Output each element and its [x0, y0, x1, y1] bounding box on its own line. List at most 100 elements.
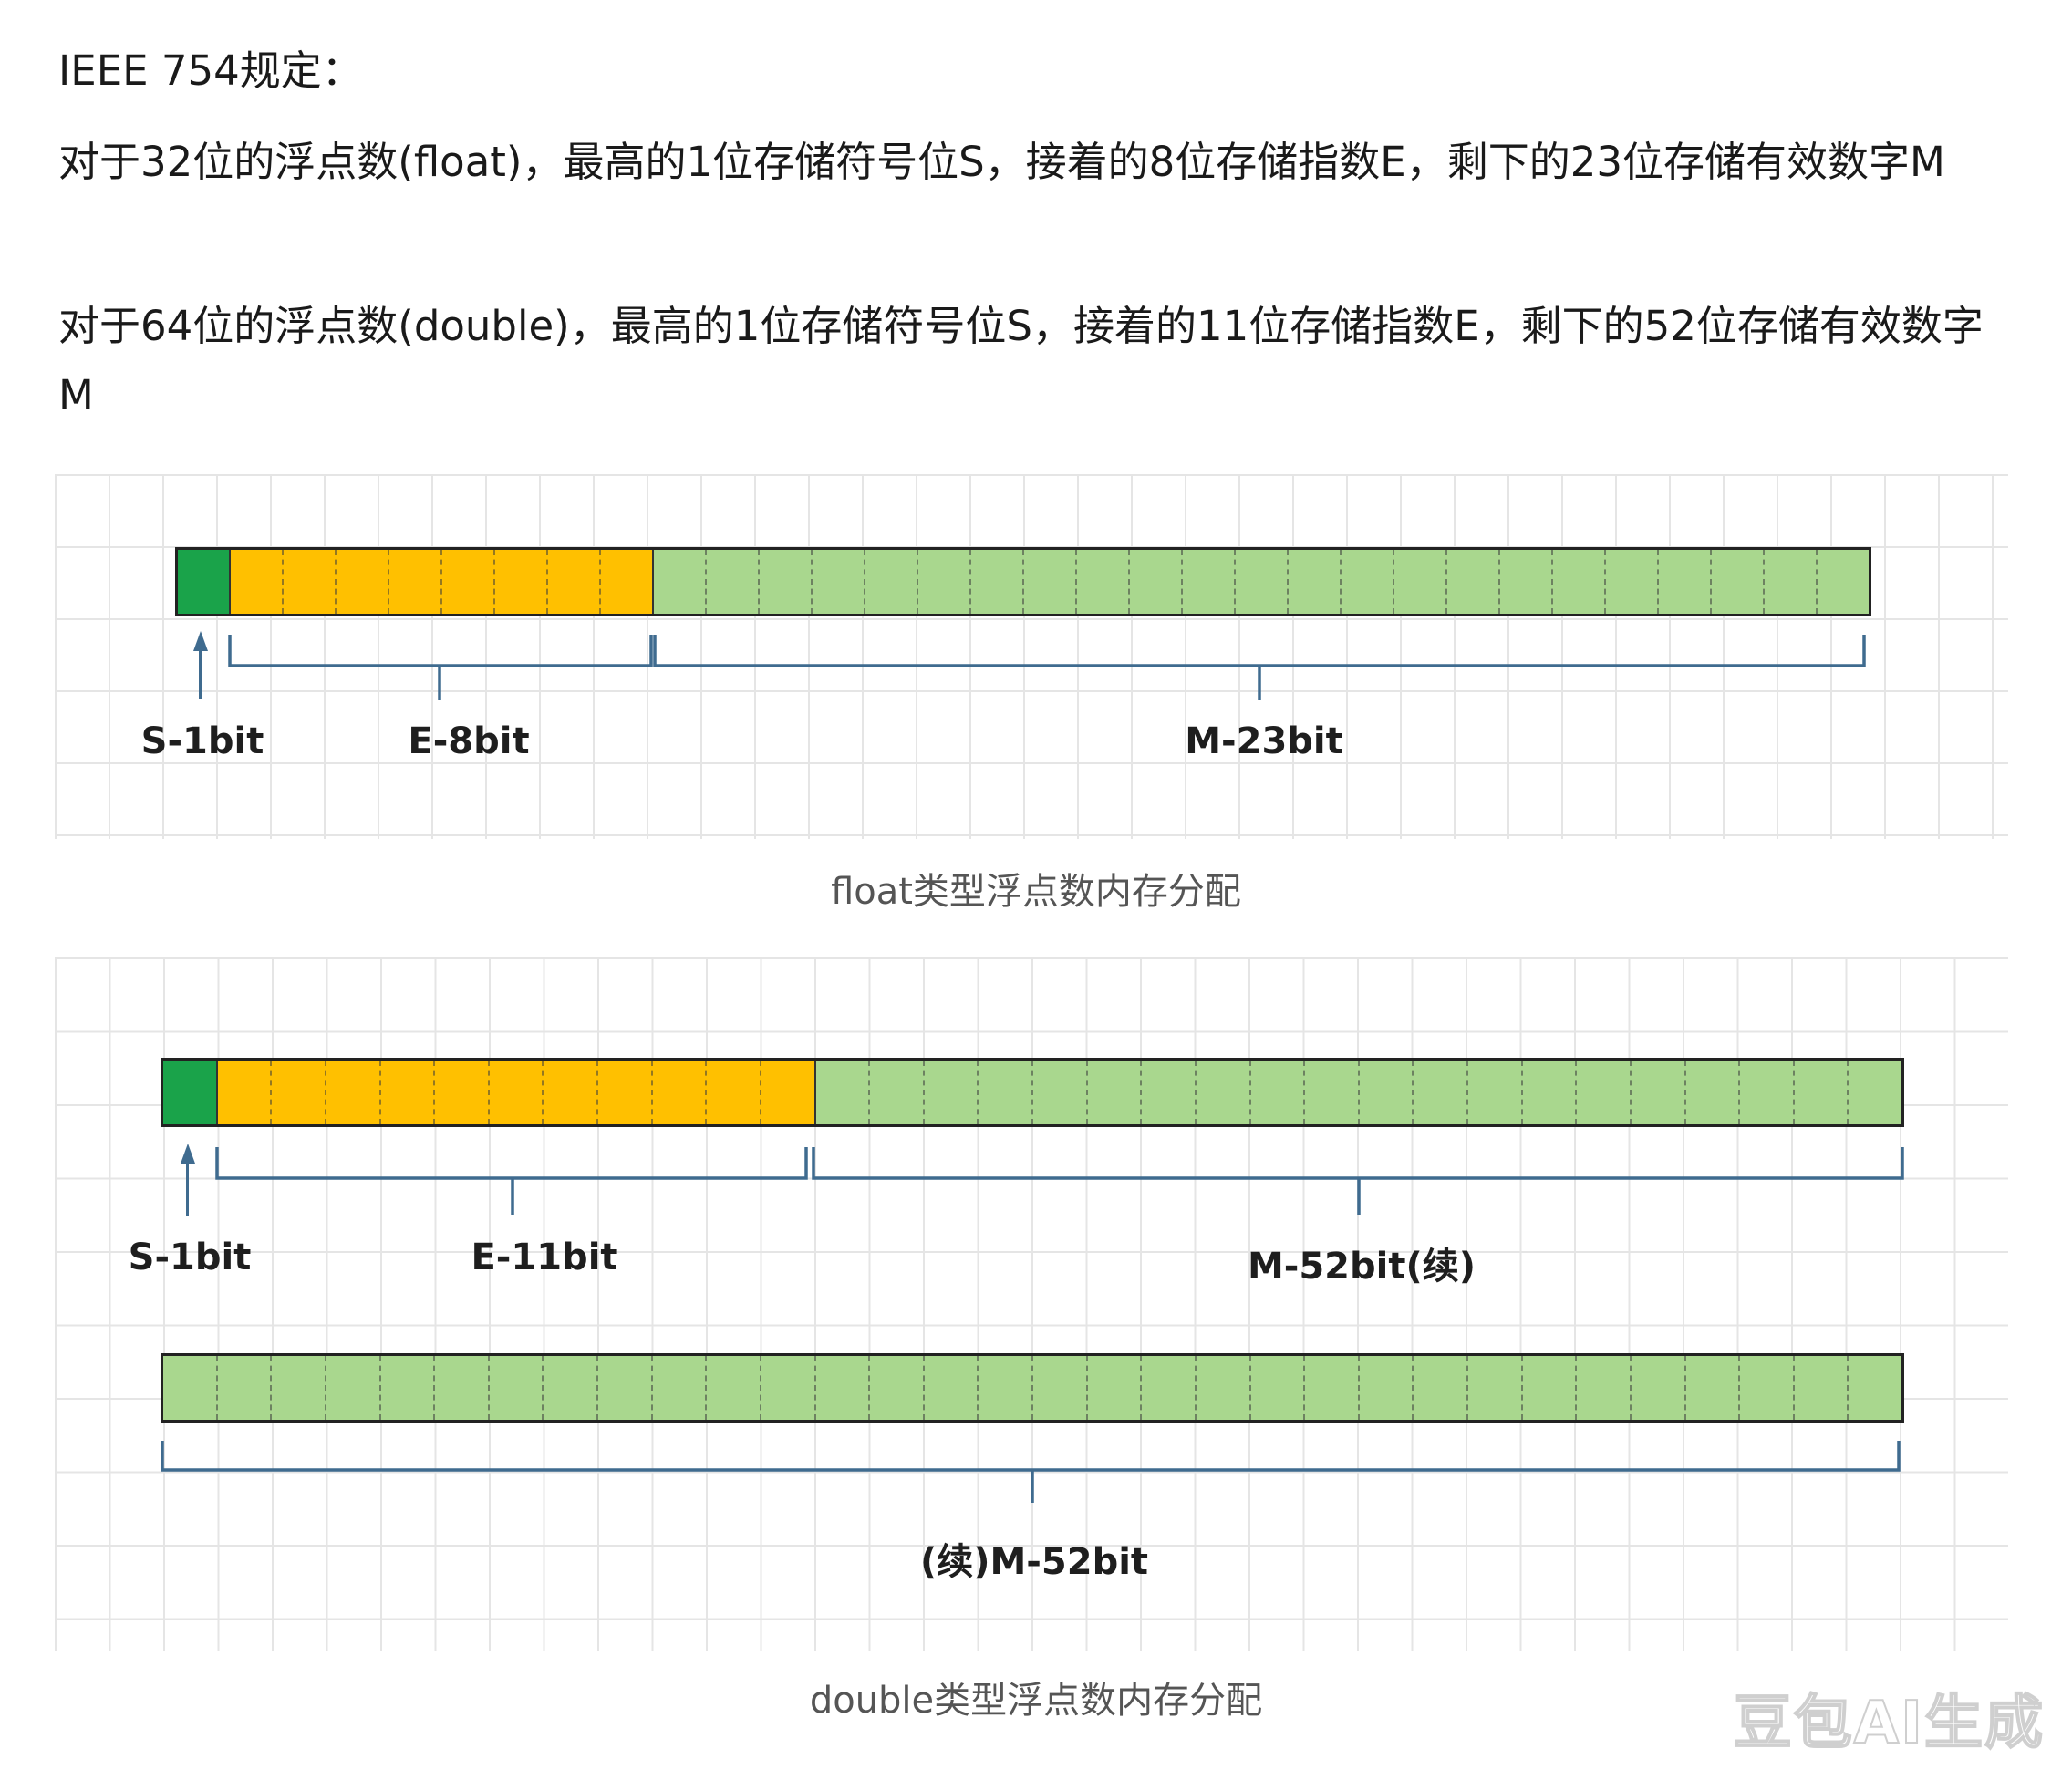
- double-row2-mantissa-bit: [868, 1356, 923, 1420]
- double-mantissa-bracket: [812, 1147, 1904, 1215]
- double-exponent-label: E-11bit: [471, 1237, 618, 1278]
- double-exponent-bit: [650, 1061, 706, 1124]
- float-caption: float类型浮点数内存分配: [831, 871, 1241, 913]
- double-mantissa-bit: [1412, 1061, 1466, 1124]
- double-mantissa-bit: [922, 1061, 978, 1124]
- float-description: 对于32位的浮点数(float)，最高的1位存储符号位S，接着的8位存储指数E，…: [58, 138, 1945, 186]
- intro-heading: IEEE 754规定：: [58, 47, 363, 95]
- double-row2-mantissa-bit: [1140, 1356, 1195, 1420]
- double-row2-mantissa-bit: [1520, 1356, 1576, 1420]
- float-mantissa-bit: [1551, 550, 1604, 614]
- double-row2-mantissa-bit: [1412, 1356, 1466, 1420]
- double-row2-mantissa-bit: [1575, 1356, 1630, 1420]
- float-mantissa-bit: [652, 550, 705, 614]
- double-row2-mantissa-bit: [1629, 1356, 1684, 1420]
- double-bit-bar-row1: [161, 1058, 1904, 1127]
- float-mantissa-bit: [1287, 550, 1340, 614]
- float-exponent-bit: [493, 550, 546, 614]
- float-mantissa-bit: [969, 550, 1022, 614]
- float-exponent-bit: [546, 550, 599, 614]
- float-exponent-label: E-8bit: [408, 720, 530, 762]
- float-mantissa-bit: [1604, 550, 1657, 614]
- double-row2-mantissa-bit: [163, 1356, 216, 1420]
- double-row2-mantissa-bit: [270, 1356, 325, 1420]
- float-sign-arrow-icon: [193, 631, 208, 699]
- double-mantissa-bit: [1466, 1061, 1521, 1124]
- double-row2-mantissa-bit: [1792, 1356, 1848, 1420]
- double-row2-mantissa-bit: [922, 1356, 978, 1420]
- double-row2-mantissa-bit: [1031, 1356, 1086, 1420]
- double-exponent-bit: [705, 1061, 760, 1124]
- watermark: 豆包AI生成: [1733, 1689, 2045, 1758]
- double-exponent-bit: [759, 1061, 814, 1124]
- float-exponent-bit: [335, 550, 388, 614]
- double-row2-mantissa-bit: [977, 1356, 1031, 1420]
- double-row2-mantissa-bit: [759, 1356, 814, 1420]
- float-mantissa-bit: [1393, 550, 1445, 614]
- double-mantissa-bit: [1684, 1061, 1739, 1124]
- double-exponent-bit: [270, 1061, 325, 1124]
- double-row2-mantissa-bit: [1847, 1356, 1901, 1420]
- double-mantissa-bit: [1085, 1061, 1141, 1124]
- double-row2-mantissa-bit: [1194, 1356, 1249, 1420]
- double-mantissa-bit: [1031, 1061, 1086, 1124]
- float-mantissa-bit: [1710, 550, 1763, 614]
- double-mantissa-bit: [1357, 1061, 1413, 1124]
- float-mantissa-bit: [1128, 550, 1181, 614]
- float-exponent-bit: [440, 550, 493, 614]
- double-row2-mantissa-bit: [433, 1356, 488, 1420]
- float-mantissa-bit: [705, 550, 758, 614]
- double-exponent-bit: [215, 1061, 271, 1124]
- double-exponent-bit: [487, 1061, 543, 1124]
- float-bit-bar: [175, 547, 1871, 616]
- double-mantissa-cont-label: (续)M-52bit: [919, 1541, 1149, 1583]
- double-mantissa-bit: [1520, 1061, 1576, 1124]
- float-mantissa-bit: [1075, 550, 1128, 614]
- double-mantissa-bit: [1194, 1061, 1249, 1124]
- double-sign-arrow-icon: [181, 1144, 195, 1216]
- float-exponent-bit: [282, 550, 335, 614]
- float-exponent-bit: [388, 550, 440, 614]
- float-mantissa-label: M-23bit: [1185, 720, 1343, 762]
- double-row2-mantissa-bit: [1738, 1356, 1793, 1420]
- double-row2-mantissa-bit: [1248, 1356, 1304, 1420]
- float-mantissa-bit: [1816, 550, 1869, 614]
- double-mantissa-bit: [1847, 1061, 1901, 1124]
- double-mantissa-bit: [1303, 1061, 1358, 1124]
- float-mantissa-bit: [758, 550, 811, 614]
- double-caption: double类型浮点数内存分配: [809, 1680, 1263, 1722]
- float-mantissa-bracket: [653, 635, 1866, 700]
- float-mantissa-bit: [1181, 550, 1234, 614]
- double-description: 对于64位的浮点数(double)，最高的1位存储符号位S，接着的11位存储指数…: [58, 302, 1984, 419]
- float-exponent-bit: [599, 550, 652, 614]
- float-exponent-bracket: [228, 635, 653, 700]
- double-row2-mantissa-bit: [1466, 1356, 1521, 1420]
- double-row2-mantissa-bit: [487, 1356, 543, 1420]
- double-exponent-bit: [378, 1061, 434, 1124]
- double-row2-mantissa-bit: [378, 1356, 434, 1420]
- double-exponent-bit: [433, 1061, 488, 1124]
- double-exponent-bit: [542, 1061, 596, 1124]
- double-row2-mantissa-bit: [324, 1356, 379, 1420]
- float-mantissa-bit: [1234, 550, 1287, 614]
- double-mantissa-bit: [813, 1061, 869, 1124]
- double-row2-mantissa-bit: [1357, 1356, 1413, 1420]
- double-row2-mantissa-bit: [813, 1356, 869, 1420]
- double-row2-mantissa-bit: [1085, 1356, 1141, 1420]
- float-mantissa-bit: [1022, 550, 1075, 614]
- double-row2-mantissa-bit: [215, 1356, 271, 1420]
- double-mantissa-cont-bracket: [161, 1441, 1901, 1503]
- double-exponent-bit: [596, 1061, 651, 1124]
- double-exponent-bracket: [215, 1147, 808, 1215]
- double-mantissa-bit: [1629, 1061, 1684, 1124]
- float-mantissa-bit: [864, 550, 917, 614]
- double-row2-mantissa-bit: [1303, 1356, 1358, 1420]
- double-row2-mantissa-bit: [596, 1356, 651, 1420]
- float-mantissa-bit: [1763, 550, 1816, 614]
- float-mantissa-bit: [1657, 550, 1710, 614]
- float-sign-label: S-1bit: [140, 720, 264, 762]
- double-exponent-bit: [324, 1061, 379, 1124]
- double-mantissa-bit: [1792, 1061, 1848, 1124]
- float-sign-bit: [178, 550, 229, 614]
